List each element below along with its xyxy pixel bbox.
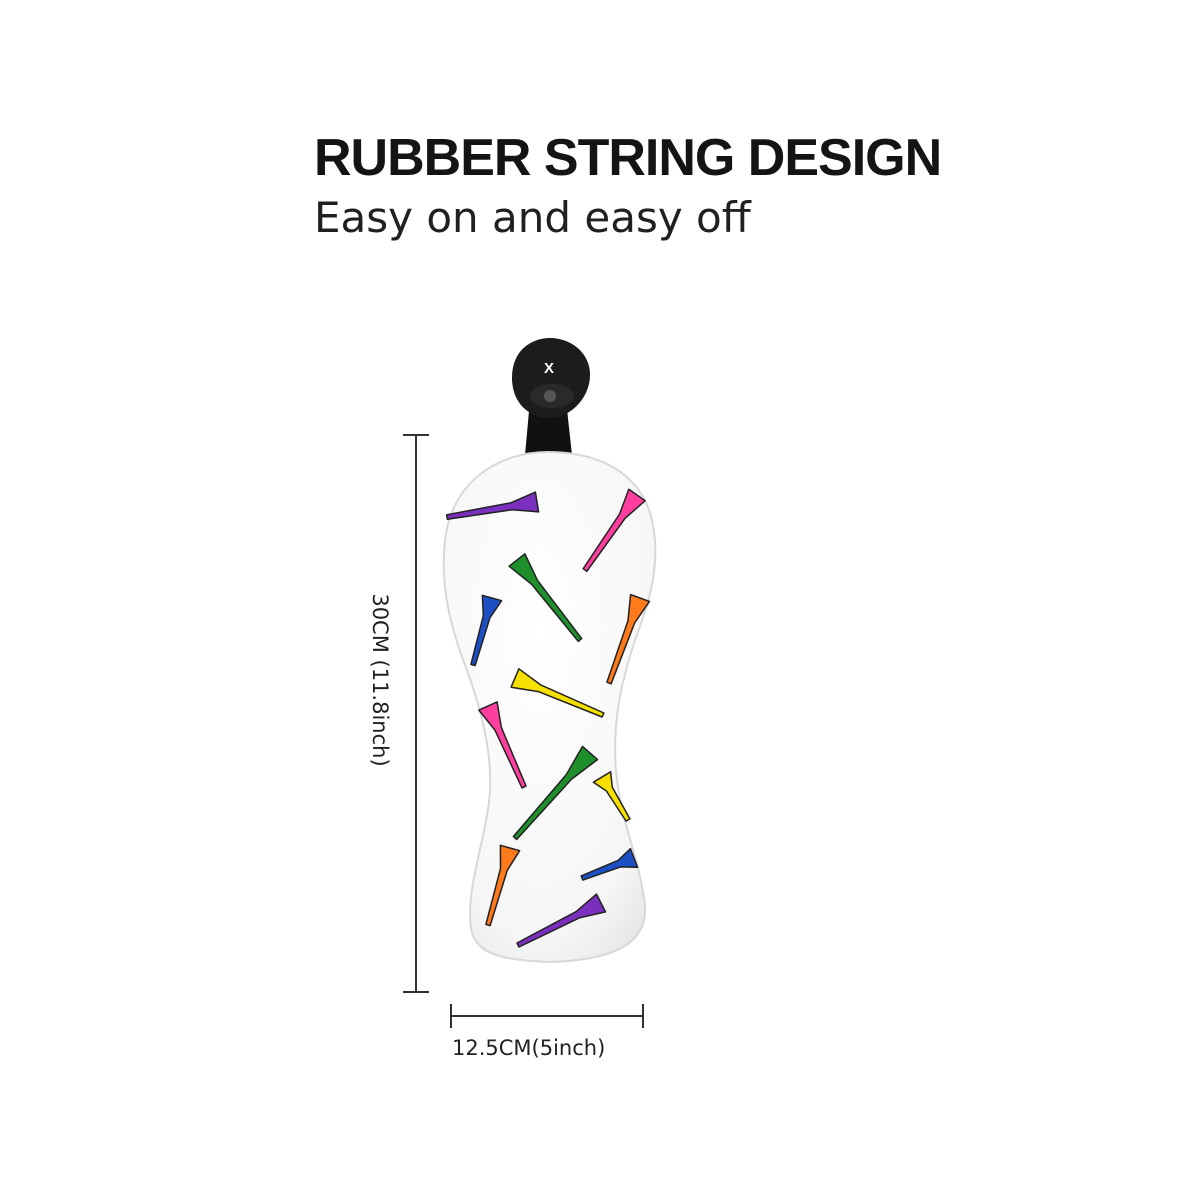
pom-tag: X <box>512 338 590 418</box>
subline: Easy on and easy off <box>314 193 751 242</box>
golf-tee-pattern <box>445 488 651 948</box>
width-label: 12.5CM(5inch) <box>452 1036 606 1060</box>
golf-tee-icon <box>512 745 599 841</box>
golf-tee-icon <box>508 553 583 643</box>
golf-tee-icon <box>478 701 527 789</box>
pom-mark: X <box>544 360 554 377</box>
height-label: 30CM (11.8inch) <box>368 593 392 767</box>
golf-tee-icon <box>582 488 646 573</box>
golf-tee-icon <box>580 847 639 881</box>
golf-tee-icon <box>516 893 607 948</box>
golf-tee-icon <box>606 593 651 685</box>
width-dimension-line <box>450 1004 644 1028</box>
headline: RUBBER STRING DESIGN <box>314 129 942 187</box>
height-dimension-line <box>403 434 429 993</box>
golf-tee-icon <box>470 594 503 667</box>
golf-tee-icon <box>485 844 521 927</box>
golf-tee-icon <box>445 491 540 520</box>
golf-tee-icon <box>592 771 631 822</box>
headcover-body <box>442 450 657 964</box>
golf-tee-icon <box>510 668 605 718</box>
